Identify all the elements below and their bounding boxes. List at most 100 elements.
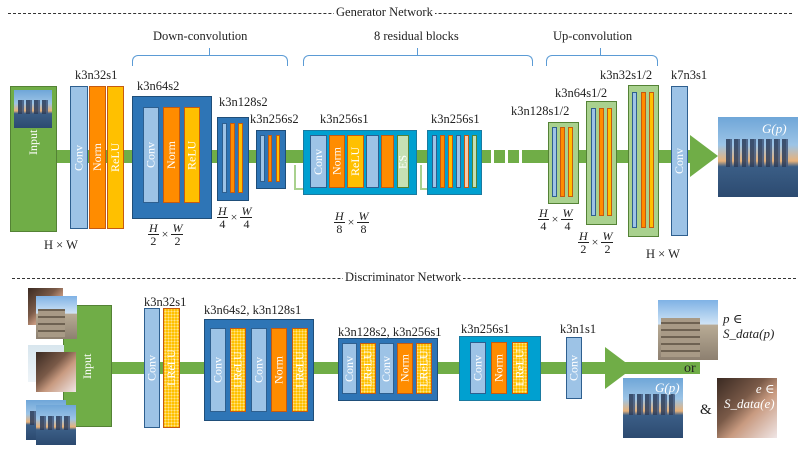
and-label: & <box>700 402 712 418</box>
conv-layer: Conv <box>470 342 486 394</box>
input-image-city <box>36 405 76 445</box>
relu-layer <box>649 92 654 228</box>
norm-layer: Norm <box>491 342 507 394</box>
relu-layer <box>276 135 280 182</box>
output-conv-layer: Conv <box>671 86 688 236</box>
up-convolution-label: Up-convolution <box>553 29 633 43</box>
norm-layer: Norm <box>163 107 180 203</box>
norm-layer: Norm <box>329 135 345 188</box>
generated-label: G(p) <box>655 380 680 395</box>
norm-layer <box>641 92 646 228</box>
norm-layer: Norm <box>89 86 106 229</box>
size-label-full: H × W <box>646 247 680 261</box>
layer-label: k3n64s2 <box>137 79 180 93</box>
norm-layer <box>381 135 394 188</box>
generator-output-arrow <box>690 135 718 177</box>
generator-output-image <box>718 117 798 197</box>
layer-label: k3n256s1 <box>320 112 369 126</box>
layer-label: k3n128s2, k3n256s1 <box>338 325 442 339</box>
or-label: or <box>684 361 696 376</box>
layer-label: k3n128s2 <box>219 95 268 109</box>
conv-layer <box>432 135 437 188</box>
conv-layer <box>366 135 379 188</box>
norm-layer <box>268 135 272 182</box>
relu-layer <box>607 108 612 216</box>
output-label: G(p) <box>762 121 787 136</box>
real-cartoon-image <box>658 300 718 360</box>
conv-layer <box>456 135 461 188</box>
layer-label: k3n256s2 <box>250 112 299 126</box>
input-label: Input <box>26 129 40 155</box>
layer-label: k3n256s1 <box>431 112 480 126</box>
relu-layer <box>448 135 453 188</box>
conv-layer: Conv <box>310 135 327 188</box>
residual-blocks-label: 8 residual blocks <box>374 29 459 43</box>
layer-label: k3n32s1 <box>144 295 187 309</box>
layer-label: k3n256s1 <box>461 322 510 336</box>
input-label: Input <box>80 353 94 379</box>
conv-layer: Conv <box>379 343 394 394</box>
layer-label: k3n64s1/2 <box>555 86 608 100</box>
norm-layer: Norm <box>397 343 413 394</box>
lrelu-layer: LReLU <box>230 328 246 412</box>
pipe-dash <box>522 150 534 163</box>
brace-tip <box>600 48 601 55</box>
norm-layer <box>440 135 445 188</box>
conv-layer: Conv <box>70 86 88 229</box>
lrelu-layer: LReLU <box>292 328 308 412</box>
conv-layer <box>632 92 637 228</box>
relu-layer <box>238 123 243 193</box>
input-image <box>14 90 52 128</box>
brace-tip <box>417 48 418 55</box>
norm-layer <box>230 123 235 193</box>
residual-brace <box>303 55 533 66</box>
layer-label: k3n1s1 <box>560 322 597 336</box>
input-image-face <box>36 352 76 392</box>
down-convolution-brace <box>132 55 288 66</box>
pipe-dash <box>480 150 491 163</box>
lrelu-layer: LReLU <box>163 308 180 428</box>
generated-image <box>623 378 683 438</box>
brace-tip <box>209 48 210 55</box>
conv-layer <box>222 123 227 193</box>
layer-label: k7n3s1 <box>671 68 708 82</box>
layer-label: k3n32s1 <box>75 68 118 82</box>
edge-smoothed-image <box>717 378 777 438</box>
relu-layer: ReLU <box>184 107 200 203</box>
conv-layer <box>591 108 596 216</box>
real-label: p ∈ S_data(p) <box>723 311 775 341</box>
down-convolution-label: Down-convolution <box>153 29 248 43</box>
norm-layer: Norm <box>271 328 287 412</box>
conv-layer: Conv <box>251 328 267 412</box>
layer-label: k3n64s2, k3n128s1 <box>204 303 302 317</box>
es-layer <box>472 135 477 188</box>
norm-layer <box>599 108 604 216</box>
lrelu-layer: LReLU <box>512 342 528 394</box>
conv-layer: Conv <box>144 308 160 428</box>
es-layer: ES <box>396 135 410 188</box>
norm-layer <box>464 135 469 188</box>
up-convolution-brace <box>546 55 658 66</box>
relu-layer: ReLU <box>347 135 364 188</box>
conv-layer: Conv <box>143 107 159 203</box>
pipe-gap <box>478 148 534 165</box>
relu-layer: ReLU <box>107 86 124 229</box>
pipe-dash <box>508 150 519 163</box>
conv-layer: Conv <box>566 337 582 399</box>
relu-layer <box>568 127 573 197</box>
layer-label: k3n32s1/2 <box>600 68 653 82</box>
conv-layer: Conv <box>210 328 226 412</box>
conv-layer: Conv <box>342 343 357 394</box>
conv-layer <box>260 135 265 182</box>
generator-title: Generator Network <box>334 5 435 20</box>
input-image-school <box>36 296 77 339</box>
lrelu-layer: LReLU <box>360 343 376 394</box>
edge-label: e ∈ S_data(e) <box>724 381 775 411</box>
layer-label: k3n128s1/2 <box>511 104 570 118</box>
discriminator-title: Discriminator Network <box>343 270 464 285</box>
